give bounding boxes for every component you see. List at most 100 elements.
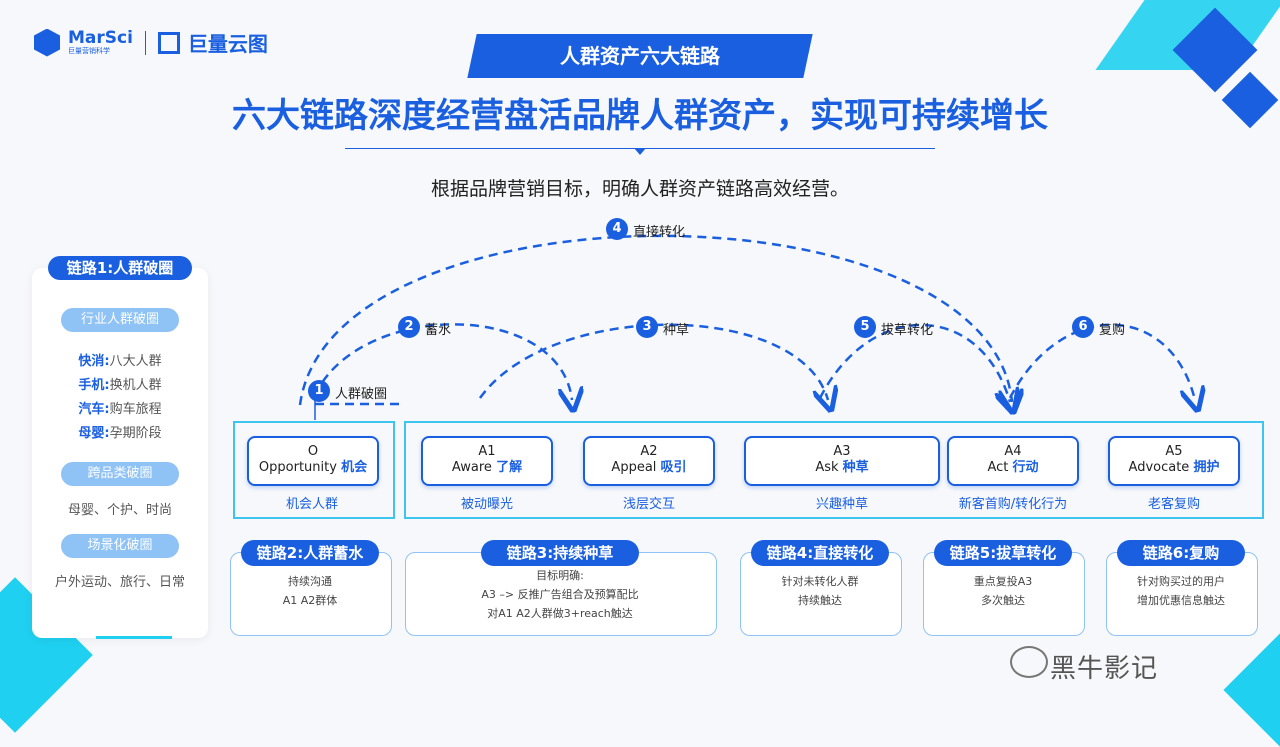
logo-separator xyxy=(144,30,146,55)
stage-node-a3: A3 Ask 种草 xyxy=(744,436,940,486)
arc-number: 4 xyxy=(606,218,628,240)
arc-direct-conversion xyxy=(298,234,1012,405)
list-item: 手机:换机人群 xyxy=(32,374,208,393)
pill-scenario: 场景化破圈 xyxy=(61,534,179,558)
list-item: 母婴:孕期阶段 xyxy=(32,422,208,441)
stage-node-a1: A1 Aware 了解 xyxy=(421,436,553,486)
marsci-subtitle: 巨量营销科学 xyxy=(68,46,110,55)
arc-label: 拔草转化 xyxy=(881,323,934,338)
arc-number: 1 xyxy=(308,380,330,402)
list-item: 快消:八大人群 xyxy=(32,350,208,369)
pill-industry-breakout: 行业人群破圈 xyxy=(61,308,179,332)
arc-label: 复购 xyxy=(1099,323,1126,338)
left-panel-header: 链路1:人群破圈 xyxy=(48,256,192,280)
card-reservoir xyxy=(230,552,392,636)
arc-label: 直接转化 xyxy=(633,225,686,240)
page-subtitle: 根据品牌营销目标，明确人群资产链路高效经营。 xyxy=(430,178,849,200)
arc-seeding xyxy=(478,323,828,400)
list-item: 汽车:购车旅程 xyxy=(32,398,208,417)
card-header: 链路3:持续种草 xyxy=(481,540,639,566)
arc-label: 种草 xyxy=(663,323,690,338)
stage-zh: 了解 xyxy=(496,460,523,475)
card-header: 链路6:复购 xyxy=(1117,540,1245,566)
list-item-key: 快消: xyxy=(78,354,110,369)
marsci-logo: MarSci 巨量营销科学 xyxy=(68,27,133,56)
section-banner-text: 人群资产六大链路 xyxy=(560,44,720,68)
card-seeding xyxy=(405,552,717,636)
card-header: 链路5:拔草转化 xyxy=(934,540,1072,566)
stage-en: Act xyxy=(987,460,1009,475)
stage-zh: 拥护 xyxy=(1193,460,1220,475)
marsci-logo-icon xyxy=(34,28,60,57)
stage-code: A3 xyxy=(833,444,851,459)
stage-zh: 种草 xyxy=(842,460,869,475)
list-item-value: 换机人群 xyxy=(109,378,162,393)
stage-code: A5 xyxy=(1165,444,1183,459)
stage-en: Aware xyxy=(451,460,492,475)
stage-node-o: O Opportunity 机会 xyxy=(247,436,379,486)
card-line: 持续触达 xyxy=(798,594,842,607)
list-item-key: 手机: xyxy=(78,378,110,393)
stage-node-a5: A5 Advocate 拥护 xyxy=(1108,436,1240,486)
arc-reservoir xyxy=(313,323,572,400)
stage-node-a2: A2 Appeal 吸引 xyxy=(583,436,715,486)
watermark: 黑牛影记 xyxy=(1050,654,1159,684)
scenario-text: 户外运动、旅行、日常 xyxy=(54,575,185,590)
list-item-value: 购车旅程 xyxy=(109,402,162,417)
aaaaa-frame xyxy=(404,421,1264,519)
stage-code: A2 xyxy=(640,444,658,459)
card-line: 多次触达 xyxy=(981,594,1025,607)
opportunity-frame xyxy=(233,421,395,519)
card-line: A1 A2群体 xyxy=(282,594,338,607)
pill-cross-category: 跨品类破圈 xyxy=(61,462,179,486)
card-line: 重点复投A3 xyxy=(973,575,1033,588)
stage-en: Advocate xyxy=(1128,460,1190,475)
list-item-key: 母婴: xyxy=(78,426,110,441)
list-item-value: 孕期阶段 xyxy=(109,426,162,441)
title-divider-marker xyxy=(634,148,646,155)
card-line: 针对未转化人群 xyxy=(781,575,859,588)
juliang-logo-icon xyxy=(157,31,180,54)
card-line: 持续沟通 xyxy=(288,575,332,588)
stage-code: O xyxy=(307,444,319,459)
arc-label: 蓄水 xyxy=(425,323,452,338)
cross-category-text: 母婴、个护、时尚 xyxy=(67,503,172,518)
card-pull-conversion xyxy=(923,552,1085,636)
arc-number: 5 xyxy=(854,316,876,338)
card-header: 链路2:人群蓄水 xyxy=(241,540,379,566)
card-header: 链路4:直接转化 xyxy=(751,540,889,566)
stage-en: Appeal xyxy=(611,460,657,475)
wechat-icon xyxy=(1010,646,1048,678)
page-title: 六大链路深度经营盘活品牌人群资产，实现可持续增长 xyxy=(232,96,1048,136)
card-line: A3 –> 反推广告组合及预算配比 xyxy=(481,588,639,601)
arc-number: 2 xyxy=(398,316,420,338)
card-line: 增加优惠信息触达 xyxy=(1137,594,1225,607)
stage-caption: 老客复购 xyxy=(1147,497,1200,512)
stage-zh: 行动 xyxy=(1012,460,1039,475)
stage-en: Opportunity xyxy=(258,460,337,475)
card-line: 目标明确: xyxy=(536,569,584,582)
arc-label: 人群破圈 xyxy=(335,387,388,402)
header-logos: MarSci 巨量营销科学 巨量云图 xyxy=(34,28,268,57)
card-repurchase xyxy=(1106,552,1258,636)
list-item-key: 汽车: xyxy=(78,402,110,417)
stage-node-a4: A4 Act 行动 xyxy=(947,436,1079,486)
arc-number: 6 xyxy=(1072,316,1094,338)
arc-repurchase xyxy=(1008,323,1195,400)
stage-code: A4 xyxy=(1004,444,1022,459)
marsci-name: MarSci xyxy=(68,27,133,48)
card-direct-conversion xyxy=(740,552,902,636)
stage-code: A1 xyxy=(478,444,496,459)
card-line: 对A1 A2人群做3+reach触达 xyxy=(487,607,633,620)
stage-caption: 浅层交互 xyxy=(622,497,675,512)
arc-number: 3 xyxy=(636,316,658,338)
stage-caption: 被动曝光 xyxy=(460,497,513,512)
stage-caption: 机会人群 xyxy=(285,497,338,512)
juliang-logo-name: 巨量云图 xyxy=(187,32,268,56)
list-item-value: 八大人群 xyxy=(109,354,162,369)
stage-en: Ask xyxy=(815,460,839,475)
card-line: 针对购买过的用户 xyxy=(1137,575,1225,588)
stage-caption: 兴趣种草 xyxy=(815,497,868,512)
stage-caption: 新客首购/转化行为 xyxy=(958,497,1068,512)
stage-zh: 机会 xyxy=(341,460,368,475)
